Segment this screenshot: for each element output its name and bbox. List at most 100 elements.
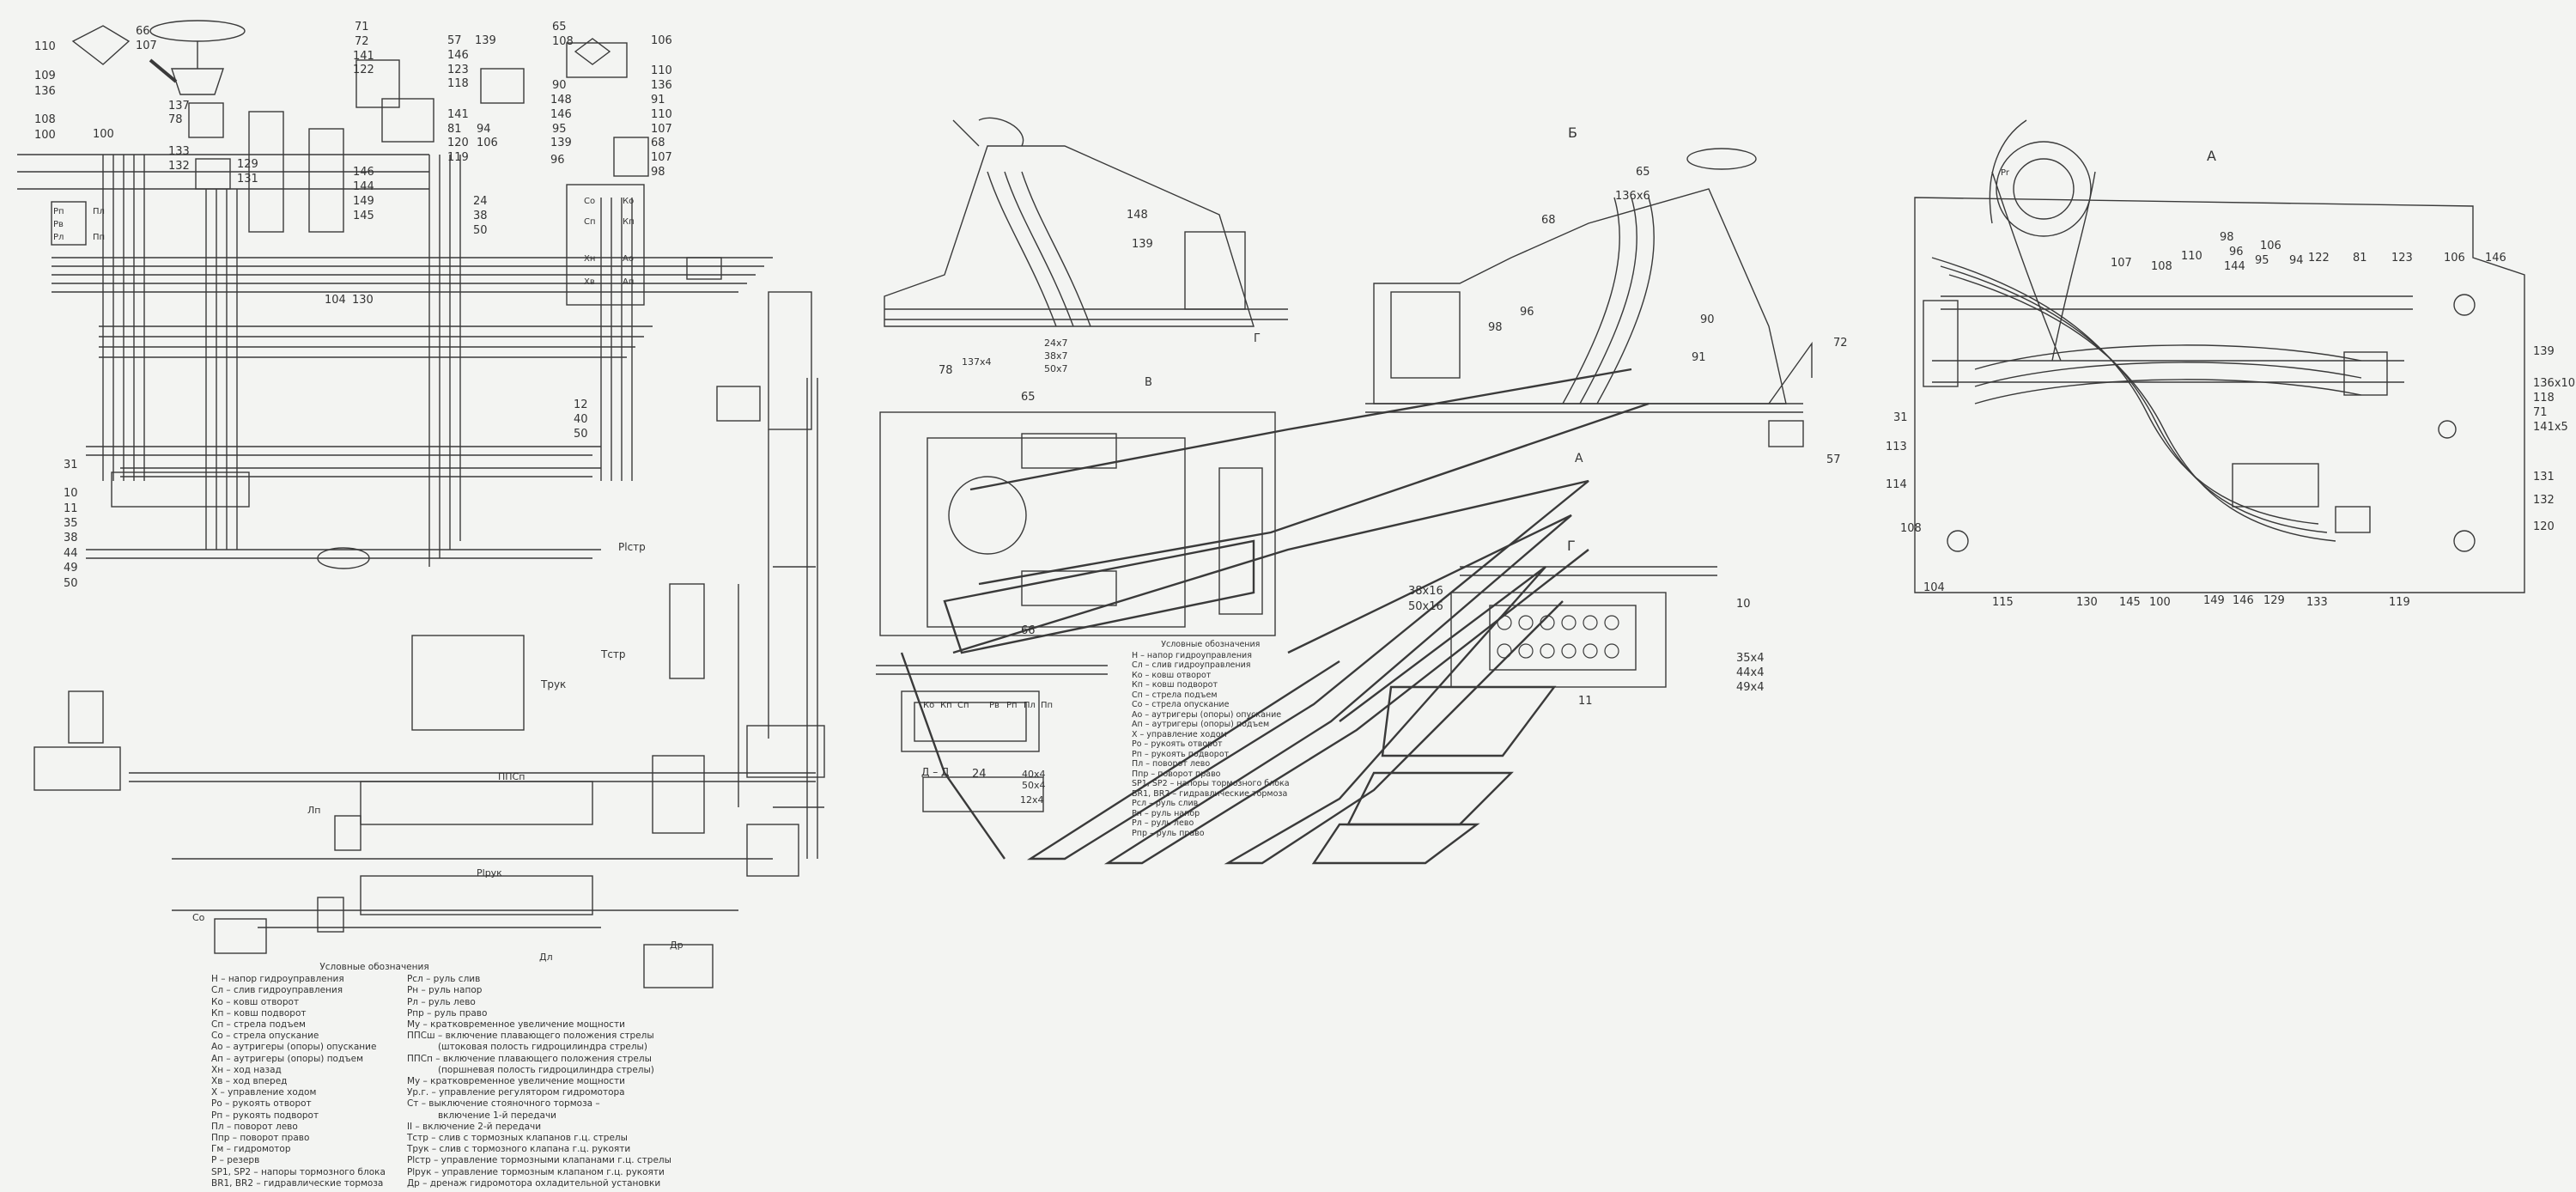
callout-a-141x5: 141x5 — [2533, 421, 2568, 434]
callout-p-40x4: 40x4 — [1022, 769, 1046, 780]
legend-row: Трук – слив с тормозного клапана г.ц. ру… — [406, 1144, 631, 1155]
callout-a-146: 146 — [2485, 252, 2506, 265]
callout-136b: 136 — [651, 79, 672, 92]
port-pl: Пл — [93, 207, 105, 216]
port-ap: Ап — [623, 277, 635, 287]
legend-row: Ао – аутригеры (опоры) опускание — [211, 1042, 377, 1053]
view-a-title: А — [2207, 148, 2216, 164]
callout-109: 109 — [34, 70, 56, 82]
port-dr: Др — [670, 940, 683, 951]
legend-row: Рlрук – управление тормозным клапаном г.… — [406, 1166, 665, 1177]
legend-main-col1: Н – напор гидроуправления Сл – слив гидр… — [211, 974, 386, 1189]
legend-row: Хн – ход назад — [211, 1064, 282, 1075]
port-pr: Pr — [2001, 168, 2009, 178]
legend-row: Тстр – слив с тормозных клапанов г.ц. ст… — [406, 1133, 628, 1144]
port-rp: Рп — [53, 207, 64, 216]
port-dl: Дл — [539, 952, 553, 963]
callout-a-120: 120 — [2533, 520, 2555, 533]
callout-b-57: 57 — [1826, 453, 1841, 466]
legend-row: Кп – ковш подворот — [1132, 680, 1218, 690]
legend-row: Х – управление ходом — [211, 1087, 317, 1098]
callout-144: 144 — [353, 180, 374, 193]
callout-b-68: 68 — [1541, 214, 1556, 227]
legend-small: Условные обозначения Н – напор гидроупра… — [1132, 640, 1290, 838]
callout-p-12x4: 12x4 — [1020, 794, 1044, 806]
callout-49: 49 — [64, 562, 78, 575]
callout-136: 136 — [34, 85, 56, 98]
callout-a-115: 115 — [1992, 596, 2014, 609]
legend-row: Сп – стрела подъем — [1132, 690, 1218, 700]
port-rv-panel: Рв — [989, 701, 999, 710]
legend-row: Пл – поворот лево — [211, 1121, 298, 1132]
legend-row: (штоковая полость гидроцилиндра стрелы) — [437, 1042, 647, 1053]
callout-a-136x10: 136x10 — [2533, 377, 2576, 390]
callout-b-136x6: 136x6 — [1615, 190, 1650, 203]
view-g-arrow: Г — [1254, 332, 1261, 345]
legend-row: Рп – рукоять подворот — [1132, 749, 1230, 759]
callout-g-38x16: 38x16 — [1408, 585, 1443, 598]
legend-row: SP1, SP2 – напоры тормозного блока — [211, 1166, 386, 1177]
callout-p-65: 65 — [1021, 391, 1036, 404]
callout-100: 100 — [34, 129, 56, 142]
callout-149: 149 — [353, 195, 374, 208]
view-g-connector-plate — [1450, 566, 1717, 688]
callout-b-98: 98 — [1488, 321, 1503, 334]
callout-a-31: 31 — [1893, 411, 1908, 424]
view-a-engine-layout — [1914, 119, 2525, 593]
callout-146b: 146 — [550, 108, 572, 121]
callout-g-11: 11 — [1578, 695, 1593, 708]
legend-row: Му – кратковременное увеличение мощности — [406, 1019, 625, 1031]
callout-141: 141 — [353, 50, 374, 63]
callout-107b: 107 — [651, 123, 672, 136]
section-dd: Д – Д — [921, 766, 950, 778]
callout-107c: 107 — [651, 151, 672, 164]
callout-a-106b: 106 — [2444, 252, 2465, 265]
callout-a-107: 107 — [2111, 257, 2132, 270]
callout-110b: 110 — [651, 64, 672, 77]
legend-row: Ко – ковш отворот — [211, 996, 300, 1007]
callout-a-119: 119 — [2389, 596, 2410, 609]
callout-120: 120 — [447, 137, 469, 149]
callout-a-113: 113 — [1886, 441, 1907, 453]
port-ao: Ао — [623, 254, 634, 264]
legend-row: Рlстр – управление тормозными клапанами … — [406, 1155, 671, 1166]
callout-66: 66 — [136, 25, 150, 38]
callout-146c: 146 — [353, 166, 374, 179]
legend-row: Сп – стрела подъем — [211, 1019, 306, 1031]
port-pl-panel: Пл — [1024, 701, 1036, 710]
callout-118: 118 — [447, 77, 469, 90]
callout-145: 145 — [353, 210, 374, 222]
callout-131: 131 — [237, 173, 258, 185]
legend-row: Пл – поворот лево — [1132, 759, 1211, 769]
callout-123: 123 — [447, 64, 469, 76]
callout-a-123: 123 — [2391, 252, 2413, 265]
legend-main-col2: Рсл – руль слив Рн – руль напор Рл – рул… — [407, 974, 671, 1189]
callout-108b: 108 — [552, 35, 574, 48]
legend-row: Рп – рукоять подворот — [211, 1110, 319, 1121]
port-pp: Пп — [93, 233, 106, 242]
legend-row: Рл – руль лево — [406, 996, 476, 1007]
callout-106: 106 — [477, 137, 498, 149]
callout-139: 139 — [475, 34, 496, 47]
callout-139b: 139 — [550, 137, 572, 149]
callout-11: 11 — [64, 502, 78, 515]
callout-65: 65 — [552, 21, 567, 33]
legend-row: Му – кратковременное увеличение мощности — [406, 1076, 625, 1087]
legend-row: Рсл – руль слив — [406, 974, 481, 985]
legend-row: Ап – аутригеры (опоры) подъем — [1132, 720, 1270, 729]
callout-b-65: 65 — [1636, 166, 1650, 179]
callout-133: 133 — [168, 145, 190, 158]
callout-40: 40 — [574, 413, 588, 426]
legend-row: Ро – рукоять отворот — [211, 1098, 312, 1110]
callout-b-91: 91 — [1692, 351, 1706, 364]
callout-81: 81 — [447, 123, 462, 136]
port-sp-panel: Сп — [957, 701, 969, 710]
callout-122: 122 — [353, 64, 374, 76]
callout-b-78: 78 — [939, 364, 953, 377]
legend-row: Сл – слив гидроуправления — [1132, 660, 1251, 670]
callout-b-38x7: 38x7 — [1044, 350, 1068, 362]
port-pp-panel: Пп — [1041, 701, 1054, 710]
callout-a-130: 130 — [2076, 596, 2098, 609]
callout-b-50x7: 50x7 — [1044, 363, 1068, 374]
